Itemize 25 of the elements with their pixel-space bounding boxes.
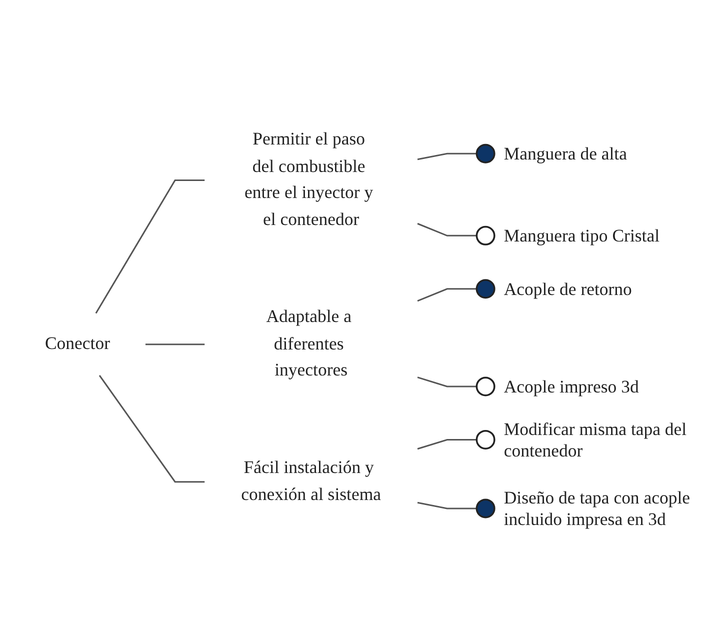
requirement-text: Conector <box>44 334 110 354</box>
connector <box>417 152 477 160</box>
option-text: Acople impreso 3d <box>504 376 639 396</box>
option-text: Modificar misma tapa del contenedor <box>504 418 687 460</box>
connector <box>417 376 477 388</box>
connector <box>145 344 205 346</box>
connector <box>417 438 477 450</box>
connector <box>98 374 205 483</box>
connector <box>417 288 477 302</box>
empty-circle <box>476 430 496 450</box>
requirement-text: Adaptable a diferentes inyectores <box>266 308 352 380</box>
requirement-text: Fácil instalación y conexión al sistema <box>241 458 382 504</box>
connector <box>95 179 205 314</box>
option-text: Acople de retorno <box>504 278 632 299</box>
option-text: Manguera de alta <box>504 144 627 164</box>
filled-circle <box>476 279 496 299</box>
filled-circle <box>476 144 496 164</box>
option-text: Diseño de tapa con acople incluido impresa en 3d <box>504 488 690 530</box>
empty-circle <box>476 226 496 246</box>
connector <box>417 502 477 510</box>
requirement-text: Permitir el paso del combustible entre el inyector y el contenedor <box>244 130 374 230</box>
filled-circle <box>476 498 496 518</box>
empty-circle <box>476 376 496 396</box>
connector <box>417 222 477 236</box>
option-text: Manguera tipo Cristal <box>504 226 660 246</box>
